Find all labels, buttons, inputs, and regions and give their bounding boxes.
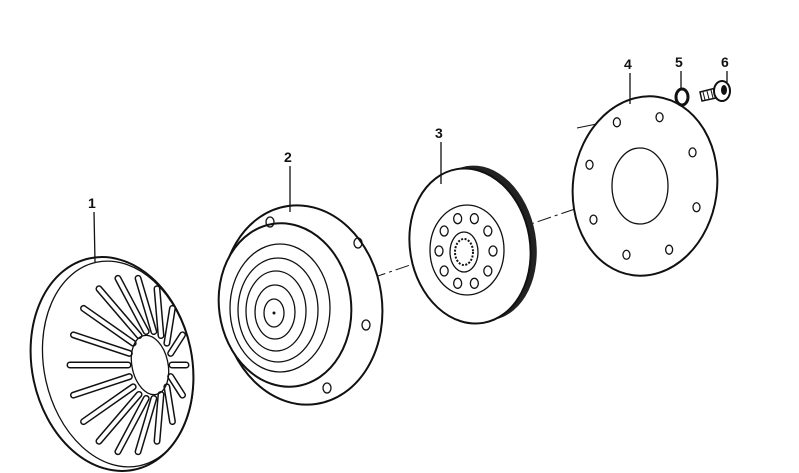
spring-finger-slot-inner xyxy=(164,384,175,424)
label-2: 2 xyxy=(284,149,292,165)
rivet-hole xyxy=(453,213,463,225)
spring-finger-slot-inner xyxy=(97,286,141,338)
spring-finger-slot-inner xyxy=(155,392,163,444)
part-4-flywheel-plate[interactable] xyxy=(561,87,729,285)
part-6-bolt[interactable] xyxy=(699,80,731,102)
spring-finger-slot-inner xyxy=(81,306,136,346)
rivet-hole xyxy=(488,245,498,257)
rivet-hole xyxy=(469,213,479,225)
spring-finger-slot-inner xyxy=(71,374,132,398)
bolt-hole xyxy=(655,112,664,123)
spring-finger-slot-inner xyxy=(136,396,156,454)
spring-finger-slot-inner xyxy=(164,306,175,346)
bolt-hole xyxy=(692,202,701,213)
part-2-pressure-plate[interactable] xyxy=(208,195,395,415)
rivet-hole xyxy=(483,265,493,277)
spring-finger-slot-inner xyxy=(168,374,185,398)
rivet-hole xyxy=(469,277,479,289)
label-4: 4 xyxy=(624,56,632,72)
spring-finger-slot-inner xyxy=(97,392,141,444)
bolt-hole xyxy=(622,249,631,260)
bolt-hole xyxy=(688,147,697,158)
part-1-diaphragm-spring[interactable] xyxy=(11,242,212,473)
label-6: 6 xyxy=(721,54,729,70)
spring-finger-slot-inner xyxy=(168,332,185,356)
spring-finger-slot-inner xyxy=(136,276,156,334)
rivet-hole xyxy=(439,225,449,237)
rivet-hole xyxy=(453,277,463,289)
spring-finger-slot-inner xyxy=(155,286,163,338)
bolt-hole xyxy=(664,244,674,255)
label-3: 3 xyxy=(435,125,443,141)
label-5: 5 xyxy=(675,54,683,70)
label-1: 1 xyxy=(88,195,96,211)
spring-finger-slot-inner xyxy=(115,276,149,334)
spring-finger-slot-inner xyxy=(71,332,132,356)
spring-finger-slot-inner xyxy=(115,396,149,454)
rivet-hole xyxy=(439,265,449,277)
part-5-lock-washer[interactable] xyxy=(674,87,690,107)
bolt-hole xyxy=(585,159,594,170)
leader-1 xyxy=(93,211,96,263)
bolt-hole xyxy=(612,117,622,128)
rivet-hole xyxy=(483,225,493,237)
bolt-hole xyxy=(589,214,598,225)
spring-finger-slot-inner xyxy=(81,384,136,424)
rivet-hole xyxy=(434,245,444,257)
part-3-clutch-disc[interactable] xyxy=(397,156,548,333)
